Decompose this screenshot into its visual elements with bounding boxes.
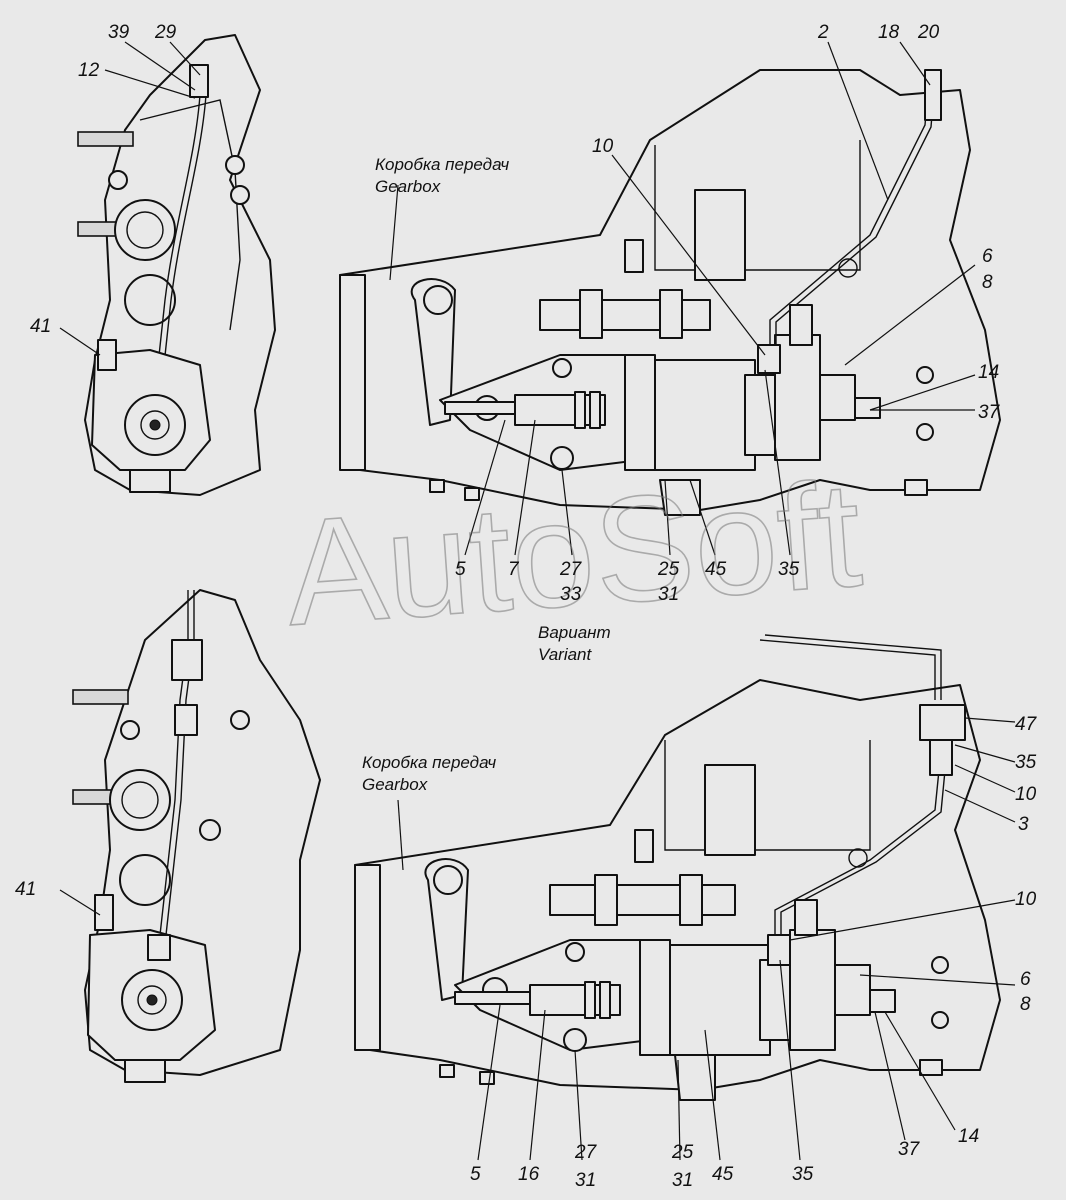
- watermark: AutoSoft: [281, 449, 867, 657]
- bottom-side-view: [72, 589, 321, 1083]
- callout-33: 33: [560, 584, 582, 605]
- callout-10-lower: 10: [1015, 889, 1037, 910]
- callout-12: 12: [78, 60, 100, 81]
- callout-7: 7: [508, 559, 520, 580]
- callout-29: 29: [154, 22, 177, 43]
- callout-16: 16: [518, 1164, 540, 1185]
- callout-25-bottom: 25: [671, 1142, 694, 1163]
- variant-title-en: Variant: [538, 645, 593, 664]
- callout-20: 20: [917, 22, 940, 43]
- callout-45: 45: [705, 559, 727, 580]
- callout-2: 2: [817, 22, 829, 43]
- bottom-gearbox-view: [354, 634, 1001, 1101]
- callout-39: 39: [108, 22, 130, 43]
- callout-25: 25: [657, 559, 680, 580]
- callout-35-right: 35: [1015, 752, 1037, 773]
- gearbox-caption-en-bottom: Gearbox: [362, 775, 428, 794]
- callout-37: 37: [978, 402, 1001, 423]
- callout-45-bottom: 45: [712, 1164, 734, 1185]
- callout-8: 8: [982, 272, 993, 293]
- callout-6-bottom: 6: [1020, 969, 1031, 990]
- callout-35-bottom: 35: [792, 1164, 814, 1185]
- callout-35: 35: [778, 559, 800, 580]
- callout-47: 47: [1015, 714, 1038, 735]
- callout-31: 31: [658, 584, 679, 605]
- top-side-view: [77, 34, 276, 496]
- top-gearbox-view: [339, 69, 1001, 516]
- variant-title: Вариант Variant: [538, 623, 611, 664]
- callout-10: 10: [592, 136, 614, 157]
- callout-41: 41: [30, 316, 51, 337]
- callout-31-bottom-a: 31: [575, 1170, 596, 1191]
- variant-title-ru: Вариант: [538, 623, 611, 642]
- gearbox-caption-en-top: Gearbox: [375, 177, 441, 196]
- callout-5-bottom: 5: [470, 1164, 481, 1185]
- callout-6: 6: [982, 246, 993, 267]
- callout-18: 18: [878, 22, 900, 43]
- bottom-captions: Коробка передач Gearbox: [362, 753, 496, 794]
- callout-27-bottom: 27: [574, 1142, 598, 1163]
- callout-27: 27: [559, 559, 583, 580]
- callout-10-right: 10: [1015, 784, 1037, 805]
- callout-37-bottom: 37: [898, 1139, 921, 1160]
- callout-41-bottom: 41: [15, 879, 36, 900]
- leader-lines: [59, 41, 1016, 1161]
- callout-8-bottom: 8: [1020, 994, 1031, 1015]
- bottom-callouts: 41 47 35 10 3 10 6 8 14 37 5 16 27 31 25…: [15, 714, 1038, 1191]
- callout-14: 14: [978, 362, 999, 383]
- top-captions: Коробка передач Gearbox: [375, 155, 509, 196]
- callout-14-bottom: 14: [958, 1126, 979, 1147]
- callout-3: 3: [1018, 814, 1029, 835]
- gearbox-caption-ru-bottom: Коробка передач: [362, 753, 496, 772]
- top-callouts: 39 29 12 41 2 18 20 10 6 8 14 37 5 7 27 …: [30, 22, 1001, 605]
- gearbox-caption-ru-top: Коробка передач: [375, 155, 509, 174]
- callout-31-bottom-b: 31: [672, 1170, 693, 1191]
- callout-5: 5: [455, 559, 466, 580]
